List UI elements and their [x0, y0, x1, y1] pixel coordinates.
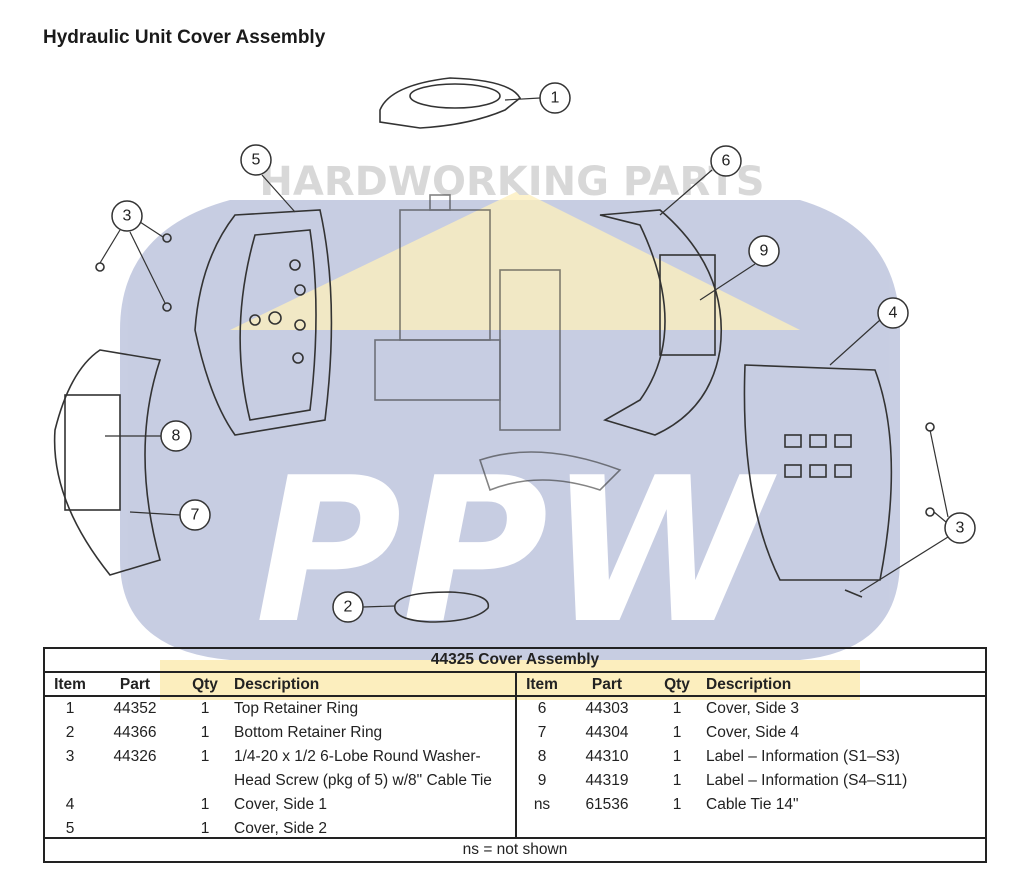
- svg-text:6: 6: [722, 153, 731, 170]
- table-row: 5 1 Cover, Side 2: [45, 817, 515, 841]
- table-row: 3 44326 1 1/4-20 x 1/2 6-Lobe Round Washer-: [45, 745, 515, 769]
- cell-qty: 1: [200, 748, 210, 765]
- callout-3-right: 3: [944, 512, 976, 544]
- header-part: Part: [591, 676, 623, 693]
- cell-description: Label – Information (S4–S11): [706, 772, 908, 789]
- header-item: Item: [526, 676, 558, 693]
- cell-part: 44303: [585, 700, 629, 717]
- cell-item: 1: [65, 700, 75, 717]
- cell-qty: 1: [200, 796, 210, 813]
- table-footnote: ns = not shown: [45, 837, 985, 861]
- svg-text:7: 7: [191, 507, 200, 524]
- part-cover-side-4: [53, 349, 162, 576]
- table-row: 7 44304 1 Cover, Side 4: [517, 721, 987, 745]
- cell-part: 44304: [585, 724, 629, 741]
- part-cover-side-3: [599, 209, 722, 436]
- table-row: 9 44319 1 Label – Information (S4–S11): [517, 769, 987, 793]
- cell-description: Label – Information (S1–S3): [706, 748, 900, 765]
- table-row: 2 44366 1 Bottom Retainer Ring: [45, 721, 515, 745]
- callout-2: 2: [332, 591, 364, 623]
- cell-part: 44352: [113, 700, 157, 717]
- cell-part: 44319: [585, 772, 629, 789]
- callout-8: 8: [160, 420, 192, 452]
- table-row: 4 1 Cover, Side 1: [45, 793, 515, 817]
- table-row: 8 44310 1 Label – Information (S1–S3): [517, 745, 987, 769]
- part-top-retainer-ring: [379, 77, 522, 129]
- cell-description: Cover, Side 4: [706, 724, 800, 741]
- part-bottom-retainer-ring: [394, 591, 490, 623]
- cell-description: Top Retainer Ring: [234, 700, 359, 717]
- cell-description: Cover, Side 3: [706, 700, 800, 717]
- cell-description: 1/4-20 x 1/2 6-Lobe Round Washer-: [234, 748, 481, 765]
- svg-text:3: 3: [123, 208, 132, 225]
- svg-text:3: 3: [956, 520, 965, 537]
- table-row: ns 61536 1 Cable Tie 14": [517, 793, 987, 817]
- callout-7: 7: [179, 499, 211, 531]
- cell-item: 4: [65, 796, 75, 813]
- table-row: 6 44303 1 Cover, Side 3: [517, 697, 987, 721]
- callout-6: 6: [710, 145, 742, 177]
- header-qty: Qty: [664, 676, 690, 693]
- leader-lines: [99, 97, 949, 608]
- cell-item: 6: [537, 700, 547, 717]
- callout-1: 1: [539, 82, 571, 114]
- cell-item: 8: [537, 748, 547, 765]
- header-qty: Qty: [192, 676, 218, 693]
- watermark-arc-text: HARDWORKING PARTS: [259, 159, 764, 205]
- watermark-ppw: PPW: [255, 435, 777, 668]
- svg-text:1: 1: [551, 90, 560, 107]
- parts-table: 44325 Cover Assembly Item Part Qty Descr…: [43, 647, 987, 863]
- header-description: Description: [234, 676, 320, 693]
- cell-part: 44366: [113, 724, 157, 741]
- header-description: Description: [706, 676, 792, 693]
- header-item: Item: [54, 676, 86, 693]
- cell-item: ns: [533, 796, 551, 813]
- svg-text:4: 4: [889, 305, 898, 322]
- cell-qty: 1: [672, 796, 682, 813]
- part-cover-side-2: [194, 209, 333, 436]
- cell-qty: 1: [672, 700, 682, 717]
- svg-text:9: 9: [760, 243, 769, 260]
- cell-item: 9: [537, 772, 547, 789]
- part-hydraulic-unit: [374, 194, 622, 492]
- callout-4: 4: [877, 297, 909, 329]
- callout-3-left: 3: [111, 200, 143, 232]
- svg-text:2: 2: [344, 599, 353, 616]
- svg-text:5: 5: [252, 152, 261, 169]
- svg-text:8: 8: [172, 428, 181, 445]
- table-left-half: Item Part Qty Description 1 44352 1 Top Ret…: [45, 673, 517, 839]
- page-title: Hydraulic Unit Cover Assembly: [43, 27, 326, 48]
- table-title: 44325 Cover Assembly: [45, 649, 985, 673]
- cell-part: 44326: [113, 748, 157, 765]
- cell-description: Bottom Retainer Ring: [234, 724, 383, 741]
- cell-item: 5: [65, 820, 75, 837]
- cell-description: Cable Tie 14": [706, 796, 799, 813]
- callout-9: 9: [748, 235, 780, 267]
- cell-item: 3: [65, 748, 75, 765]
- header-part: Part: [119, 676, 151, 693]
- cell-description: Cover, Side 2: [234, 820, 328, 837]
- callout-5: 5: [240, 144, 272, 176]
- cell-description: Cover, Side 1: [234, 796, 328, 813]
- cell-description: Head Screw (pkg of 5) w/8" Cable Tie: [234, 772, 492, 789]
- cell-item: 7: [537, 724, 547, 741]
- table-header: Item Part Qty Description: [517, 673, 987, 697]
- cell-qty: 1: [200, 700, 210, 717]
- table-row: 1 44352 1 Top Retainer Ring: [45, 697, 515, 721]
- cell-qty: 1: [672, 772, 682, 789]
- cell-qty: 1: [672, 724, 682, 741]
- cell-part: 44310: [585, 748, 629, 765]
- cell-qty: 1: [200, 724, 210, 741]
- cell-qty: 1: [200, 820, 210, 837]
- cell-part: 61536: [585, 796, 629, 813]
- table-row: Head Screw (pkg of 5) w/8" Cable Tie: [45, 769, 515, 793]
- cell-qty: 1: [672, 748, 682, 765]
- table-header: Item Part Qty Description: [45, 673, 515, 697]
- cell-item: 2: [65, 724, 75, 741]
